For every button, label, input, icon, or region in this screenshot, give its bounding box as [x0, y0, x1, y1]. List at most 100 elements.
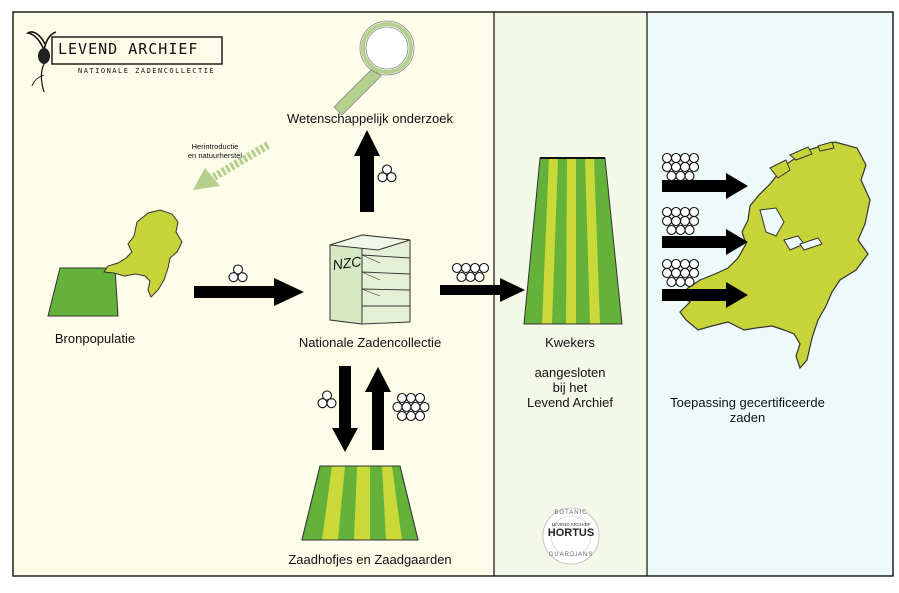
seed-icon	[237, 272, 248, 283]
seed-icon	[688, 206, 700, 218]
seed-icon	[326, 398, 337, 409]
seed-icon	[474, 271, 485, 283]
small-netherlands-map	[103, 209, 183, 298]
seed-icon	[228, 272, 239, 283]
badge-line1: LEVEND ARCHIEF	[551, 522, 591, 527]
label-research: Wetenschappelijk onderzoek	[287, 111, 453, 126]
label-breeders-note-3: Levend Archief	[526, 395, 613, 410]
seed-icon	[469, 262, 481, 274]
label-breeders-note-2: bij het	[552, 380, 588, 395]
logo-box	[51, 36, 223, 65]
label-breeders: Kwekers	[545, 335, 595, 350]
seed-icon	[405, 410, 417, 422]
seed-icon	[684, 224, 695, 236]
badge-top: BOTANIC	[554, 510, 588, 516]
seed-icon	[679, 206, 691, 218]
seed-icon	[317, 398, 328, 409]
seed-icon	[661, 206, 673, 218]
seed-icon	[670, 206, 682, 218]
seed-icon	[410, 401, 421, 413]
seed-icon	[675, 276, 686, 288]
seed-icon	[670, 258, 682, 270]
seed-icon	[666, 170, 677, 182]
nzc-cabinet	[329, 234, 411, 325]
source-field	[47, 267, 119, 317]
seed-icon	[679, 258, 691, 270]
badge-name: HORTUS	[547, 527, 595, 539]
seed-icon	[396, 392, 408, 404]
logo-subtitle: NATIONALE ZADENCOLLECTIE	[78, 67, 216, 75]
seed-icon	[675, 170, 686, 182]
magnifying-glass-icon	[333, 20, 415, 116]
seed-icon	[670, 152, 682, 164]
logo	[25, 31, 223, 93]
seed-icon	[232, 264, 244, 275]
seed-icon	[688, 152, 700, 164]
seed-icon	[381, 164, 393, 175]
seed-icon	[456, 271, 467, 283]
label-application-2: zaden	[729, 410, 766, 425]
seed-icon	[451, 262, 463, 274]
outer-border	[12, 11, 894, 577]
seed-icon	[670, 215, 682, 227]
seed-icon	[688, 215, 700, 227]
arrow-map-1	[662, 173, 748, 199]
seed-icon	[321, 390, 333, 401]
gardens-field	[301, 465, 419, 541]
logo-title: LEVEND ARCHIEF	[58, 40, 199, 58]
badge-bottom: GUARDIANS	[548, 552, 594, 558]
large-netherlands-map	[679, 141, 871, 370]
label-reintroduction-1: Herintroductie	[191, 142, 239, 151]
seed-icon	[419, 401, 430, 413]
breeders-field	[523, 157, 623, 325]
seed-icon	[661, 215, 673, 227]
seed-icon	[414, 392, 426, 404]
arrow-map-2	[662, 229, 748, 255]
seed-icon	[478, 262, 490, 274]
seed-icon	[679, 267, 691, 279]
seed-icon	[688, 267, 700, 279]
seed-icon	[684, 276, 695, 288]
seedling-icon	[25, 31, 57, 93]
reintroduction-arrow	[193, 141, 271, 190]
seed-icon	[670, 267, 682, 279]
label-breeders-note-1: aangesloten	[534, 365, 606, 380]
seed-icon	[377, 172, 388, 183]
seed-icon	[661, 152, 673, 164]
seed-icon	[460, 262, 472, 274]
seed-icon	[661, 267, 673, 279]
seed-icon	[679, 152, 691, 164]
label-reintroduction-2: en natuurherstel	[187, 151, 243, 160]
seed-icon	[666, 276, 677, 288]
seed-icon	[670, 161, 682, 173]
arrow-source-to-collection	[194, 278, 304, 306]
label-gardens: Zaadhofjes en Zaadgaarden	[288, 552, 452, 567]
seed-icon	[401, 401, 412, 413]
arrow-to-gardens	[332, 366, 358, 452]
hortus-badge	[542, 507, 600, 565]
arrow-to-research	[354, 130, 380, 212]
seed-icon	[396, 410, 408, 422]
arrow-to-breeders	[440, 278, 525, 302]
seed-icon	[405, 392, 417, 404]
seed-icon	[386, 172, 397, 183]
seed-icon	[661, 258, 673, 270]
seed-icon	[392, 401, 403, 413]
seed-icon	[679, 161, 691, 173]
label-source: Bronpopulatie	[54, 331, 136, 346]
seed-icon	[675, 224, 686, 236]
label-collection: Nationale Zadencollectie	[298, 335, 442, 350]
arrow-from-gardens	[365, 367, 391, 450]
seed-icon	[679, 215, 691, 227]
seed-icon	[684, 170, 695, 182]
arrow-map-3	[662, 282, 748, 308]
seed-icon	[688, 258, 700, 270]
seed-icon	[661, 161, 673, 173]
seed-icon	[666, 224, 677, 236]
seed-icon	[414, 410, 426, 422]
seed-icon	[688, 161, 700, 173]
label-application-1: Toepassing gecertificeerde	[670, 395, 825, 410]
seed-clusters	[228, 152, 700, 422]
seed-icon	[465, 271, 476, 283]
